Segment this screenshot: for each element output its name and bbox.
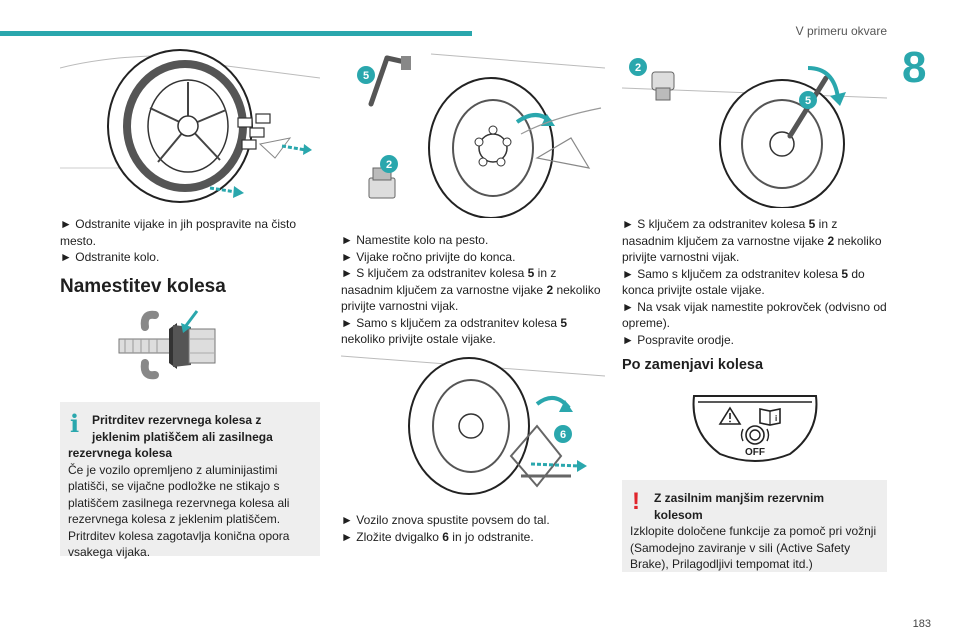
page-number: 183 xyxy=(912,618,931,630)
step-arrow-icon: ► xyxy=(60,250,72,264)
wheel-mounting-illustration: 5 2 xyxy=(357,53,605,218)
step-item: ► Vozilo znova spustite povsem do tal. xyxy=(341,512,605,529)
ref-number: 2 xyxy=(546,282,554,297)
step-text: Namestite kolo na pesto. xyxy=(356,233,489,247)
jack-lowering-illustration: 6 xyxy=(341,355,605,495)
label-bolt-2: 2 xyxy=(635,62,641,74)
step-item: ► Pospravite orodje. xyxy=(622,332,887,349)
label-jack-6: 6 xyxy=(560,429,566,441)
step-text: Odstranite vijake in jih pospravite na č… xyxy=(60,217,297,248)
step-text: S ključem za odstranitev kolesa xyxy=(637,217,809,231)
step-text: in z nasadnim ključem za varnostne vijak… xyxy=(341,266,557,297)
step-text: in z nasadnim ključem za varnostne vijak… xyxy=(622,217,838,248)
ref-number: 2 xyxy=(827,233,835,248)
step-text: do konca privijte ostale vijake. xyxy=(622,266,865,298)
note-body: Če je vozilo opremljeno z aluminijastimi… xyxy=(68,462,290,560)
step-text: Na vsak vijak namestite pokrovček (odvis… xyxy=(622,299,887,331)
step-text: Pospravite orodje. xyxy=(637,332,734,347)
step-arrow-icon: ► xyxy=(622,332,634,347)
step-arrow-icon: ► xyxy=(622,299,634,314)
step-arrow-icon: ► xyxy=(341,233,353,247)
note-heading: jeklenim platiščem ali zasilnega xyxy=(92,429,273,444)
ref-number: 5 xyxy=(527,266,535,280)
removal-steps: ► Odstranite vijake in jih pospravite na… xyxy=(60,216,320,266)
info-icon: i xyxy=(70,409,80,438)
active-safety-brake-icon[interactable] xyxy=(740,425,770,445)
ref-number: 6 xyxy=(442,529,449,544)
step-text: Vijake ročno privijte do konca. xyxy=(356,249,516,264)
step-arrow-icon: ► xyxy=(60,217,72,231)
label-key-5: 5 xyxy=(363,70,369,82)
step-item: ► Samo s ključem za odstranitev kolesa 5… xyxy=(341,315,605,348)
note-heading: Pritrditev rezervnega kolesa z xyxy=(92,413,262,427)
step-text: in jo odstranite. xyxy=(448,529,534,544)
mounting-steps: ► Namestite kolo na pesto. ► Vijake ročn… xyxy=(341,232,605,348)
step-item: ► Na vsak vijak namestite pokrovček (odv… xyxy=(622,299,887,332)
wheel-removal-illustration xyxy=(60,49,320,203)
step-arrow-icon: ► xyxy=(341,315,353,330)
svg-text:i: i xyxy=(775,414,777,423)
info-note: i Pritrditev rezervnega kolesa z jekleni… xyxy=(60,402,320,559)
manual-book-icon: i xyxy=(759,408,781,426)
step-item: ► Odstranite vijake in jih pospravite na… xyxy=(60,216,320,249)
step-text: Vozilo znova spustite povsem do tal. xyxy=(356,513,550,527)
step-arrow-icon: ► xyxy=(622,266,634,281)
step-text: Samo s ključem za odstranitev kolesa xyxy=(356,315,561,330)
ref-number: 5 xyxy=(560,315,568,330)
subsection-title: Po zamenjavi kolesa xyxy=(622,357,764,373)
step-item: ► Odstranite kolo. xyxy=(60,249,320,266)
step-item: ► S ključem za odstranitev kolesa 5 in z… xyxy=(341,265,605,315)
note-heading: kolesom xyxy=(654,507,703,522)
step-item: ► Zložite dvigalko 6 in jo odstranite. xyxy=(341,529,605,546)
tightening-steps: ► S ključem za odstranitev kolesa 5 in z… xyxy=(622,216,887,348)
step-arrow-icon: ► xyxy=(341,529,353,544)
step-text: S ključem za odstranitev kolesa xyxy=(356,266,528,280)
note-body: Izklopite določene funkcije za pomoč pri… xyxy=(630,524,877,571)
label-bolt-2: 2 xyxy=(386,159,392,171)
step-arrow-icon: ► xyxy=(622,217,634,231)
section-title: Namestitev kolesa xyxy=(60,276,226,297)
step-text: Odstranite kolo. xyxy=(75,250,160,264)
step-item: ► S ključem za odstranitev kolesa 5 in z… xyxy=(622,216,887,266)
wheel-tightening-illustration: 2 5 xyxy=(622,58,887,208)
chapter-number: 8 xyxy=(902,43,927,92)
lowering-steps: ► Vozilo znova spustite povsem do tal. ►… xyxy=(341,512,605,545)
note-heading: rezervnega kolesa xyxy=(68,446,173,460)
chapter-title: V primeru okvare xyxy=(795,24,887,38)
exclamation-icon: ! xyxy=(632,488,640,515)
warning-note: ! Z zasilnim manjšim rezervnim kolesom I… xyxy=(622,480,887,572)
note-heading: Z zasilnim manjšim rezervnim xyxy=(654,491,825,505)
warning-triangle-icon xyxy=(718,406,742,425)
step-text: nekoliko privijte ostale vijake. xyxy=(341,332,496,346)
header-accent-bar xyxy=(0,31,472,36)
label-key-5: 5 xyxy=(805,95,811,107)
bolt-illustration xyxy=(118,310,216,380)
step-arrow-icon: ► xyxy=(341,513,353,527)
step-text: nekoliko privijte varnostni vijak. xyxy=(341,282,601,314)
adas-button-panel: i OFF xyxy=(692,395,818,462)
step-item: ► Namestite kolo na pesto. xyxy=(341,232,605,249)
step-text: Zložite dvigalko xyxy=(356,529,443,544)
step-item: ► Samo s ključem za odstranitev kolesa 5… xyxy=(622,266,887,299)
step-text: nekoliko privijte varnostni vijak. xyxy=(622,233,882,265)
ref-number: 5 xyxy=(841,266,849,281)
ref-number: 5 xyxy=(808,217,816,231)
step-arrow-icon: ► xyxy=(341,266,353,280)
step-arrow-icon: ► xyxy=(341,249,353,264)
step-text: Samo s ključem za odstranitev kolesa xyxy=(637,266,842,281)
step-item: ► Vijake ročno privijte do konca. xyxy=(341,249,605,266)
off-button-label[interactable]: OFF xyxy=(745,447,765,458)
